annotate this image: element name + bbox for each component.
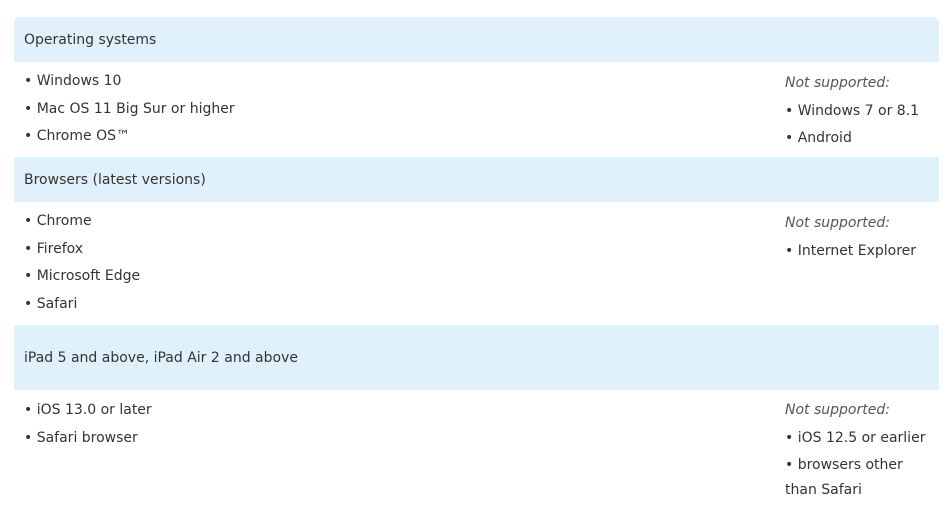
list-item: • browsers other than Safari: [785, 456, 903, 498]
list-item: • Internet Explorer: [785, 242, 917, 259]
not-supported-list: Not supported: • Windows 7 or 8.1 • Andr…: [785, 70, 935, 153]
supported-list: • Chrome • Firefox • Microsoft Edge • Sa…: [24, 208, 140, 318]
list-item: • Microsoft Edge: [24, 268, 141, 284]
list-item: • iOS 12.5 or earlier: [785, 430, 926, 446]
list-item: • Firefox: [24, 240, 84, 257]
list-item: • Windows 7 or 8.1: [785, 102, 920, 119]
section-header-browsers: Browsers (latest versions): [14, 157, 939, 202]
section-title: Operating systems: [24, 31, 157, 48]
section-header-ipad: iPad 5 and above, iPad Air 2 and above: [14, 325, 939, 390]
list-item: • Mac OS 11 Big Sur or higher: [24, 100, 235, 117]
section-title: Browsers (latest versions): [24, 171, 206, 188]
not-supported-label: Not supported:: [785, 75, 890, 91]
list-item: • Safari: [24, 295, 78, 312]
list-item: • Windows 10: [24, 73, 122, 89]
not-supported-label: Not supported:: [785, 402, 890, 418]
list-item: • iOS 13.0 or later: [24, 402, 152, 418]
section-header-operating-systems: Operating systems: [14, 17, 939, 62]
section-title: iPad 5 and above, iPad Air 2 and above: [24, 349, 298, 366]
not-supported-list: Not supported: • Internet Explorer: [785, 210, 935, 265]
supported-list: • iOS 13.0 or later • Safari browser: [24, 397, 152, 452]
supported-list: • Windows 10 • Mac OS 11 Big Sur or high…: [24, 68, 235, 151]
list-item: • Android: [785, 130, 852, 146]
list-item: • Safari browser: [24, 429, 138, 446]
not-supported-label: Not supported:: [785, 215, 890, 231]
list-item: • Chrome: [24, 213, 92, 229]
list-item: • Chrome OS™: [24, 128, 130, 144]
not-supported-list: Not supported: • iOS 12.5 or earlier • b…: [785, 398, 935, 503]
